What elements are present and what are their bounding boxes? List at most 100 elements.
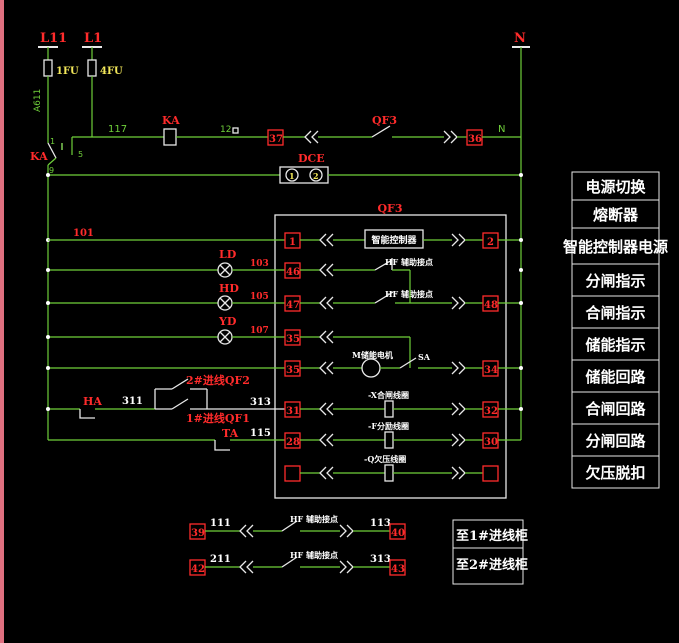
legend-row bbox=[571, 391, 660, 425]
dce-terminal-2 bbox=[309, 168, 323, 182]
open-coil-label: -F分励线圈 bbox=[368, 421, 409, 431]
dce-terminal-1 bbox=[285, 168, 299, 182]
button-ta-label: TA bbox=[222, 427, 239, 440]
terminal-47-label: 47 bbox=[286, 300, 300, 311]
plug-row1-left bbox=[319, 233, 334, 247]
wire-n-label: N bbox=[498, 124, 505, 135]
qf2-contact bbox=[171, 378, 189, 390]
wire-211-label: 211 bbox=[210, 554, 231, 565]
wire-103-label: 103 bbox=[250, 259, 269, 269]
legend-label: 合闸回路 bbox=[584, 400, 646, 418]
terminal-28-label: 28 bbox=[286, 437, 300, 448]
ka-pin5: 5 bbox=[78, 150, 83, 159]
wire-105-label: 105 bbox=[250, 292, 269, 302]
button-ha-label: HA bbox=[83, 395, 102, 408]
lamp-ld-label: LD bbox=[219, 248, 237, 261]
legend-label: 分闸指示 bbox=[585, 272, 645, 290]
plug-left-top bbox=[304, 130, 319, 144]
wire-115-label: 115 bbox=[250, 428, 271, 439]
button-ta bbox=[214, 440, 230, 451]
hf-aux2-label: HF 辅助接点 bbox=[385, 289, 433, 299]
plug-row2-left bbox=[319, 263, 334, 277]
smart-controller-label: 智能控制器 bbox=[371, 234, 417, 246]
plug-row5-right bbox=[451, 361, 466, 375]
wire-a611-label: A611 bbox=[33, 89, 43, 112]
lamp-yd-label: YD bbox=[218, 315, 237, 328]
label-l1: L1 bbox=[84, 31, 102, 46]
label-l11: L11 bbox=[40, 31, 67, 46]
terminal-32-label: 32 bbox=[484, 406, 498, 417]
legend-label: 分闸回路 bbox=[585, 432, 646, 450]
motor-symbol bbox=[361, 358, 381, 378]
button-ha bbox=[79, 409, 95, 419]
wire-107-label: 107 bbox=[250, 326, 269, 336]
dce-block bbox=[279, 166, 329, 184]
ka-coil-label: KA bbox=[162, 114, 180, 127]
legend-row bbox=[571, 295, 660, 329]
ka-pin1: 1 bbox=[50, 137, 55, 146]
legend-label: 欠压脱扣 bbox=[585, 464, 645, 482]
terminal-39-label: 39 bbox=[191, 528, 205, 539]
terminal-40-label: 40 bbox=[391, 528, 405, 539]
hf-contact-2 bbox=[374, 291, 394, 304]
fuse-4fu-label: 4FU bbox=[100, 66, 123, 77]
legend-label: 合闸指示 bbox=[584, 304, 645, 322]
terminal-43 bbox=[389, 559, 406, 576]
fuse-1fu bbox=[43, 59, 53, 77]
terminal-37-label: 37 bbox=[269, 134, 283, 145]
legend-row bbox=[571, 227, 660, 265]
lamp-hd-label: HD bbox=[219, 282, 239, 295]
hf-aux-label: HF 辅助接点 bbox=[385, 257, 433, 267]
legend-row bbox=[571, 327, 660, 361]
legend-row bbox=[571, 455, 660, 489]
wire-313b-label: 313 bbox=[370, 554, 391, 565]
hf-contact-bottom2 bbox=[281, 556, 298, 568]
terminal-uv-right bbox=[482, 465, 499, 482]
svg-text:2: 2 bbox=[313, 171, 319, 181]
hf-contact-1 bbox=[374, 259, 393, 271]
legend-table: 电源切换熔断器智能控制器电源分闸指示合闸指示储能指示储能回路合闸回路分闸回路欠压… bbox=[563, 171, 668, 489]
wire-117-label: 117 bbox=[108, 124, 127, 135]
plug-row5-left bbox=[319, 361, 334, 375]
plug-row6-left bbox=[319, 402, 334, 416]
uv-coil bbox=[384, 464, 394, 482]
terminal-30-label: 30 bbox=[484, 437, 498, 448]
wire-311-label: 311 bbox=[122, 396, 143, 407]
legend-label: 储能回路 bbox=[585, 368, 646, 386]
terminal-46-label: 46 bbox=[286, 267, 300, 278]
plug-row3-right bbox=[451, 296, 466, 310]
terminal-42-label: 42 bbox=[191, 564, 205, 575]
terminal-34-label: 34 bbox=[484, 365, 498, 376]
smart-controller-box bbox=[364, 229, 424, 249]
qf1-contact bbox=[171, 398, 189, 410]
plug-row1-right bbox=[451, 233, 466, 247]
to-cabinet-1: 至1#进线柜 bbox=[456, 528, 528, 544]
close-coil-label: -X合闸线圈 bbox=[368, 390, 409, 400]
plug-row8-left bbox=[319, 466, 334, 480]
terminal-43-label: 43 bbox=[391, 564, 405, 575]
legend-label: 电源切换 bbox=[585, 178, 646, 196]
wire-313-label: 313 bbox=[250, 397, 271, 408]
motor-label: M储能电机 bbox=[352, 350, 393, 360]
plug-right-top bbox=[443, 130, 458, 144]
qf3-box-title: QF3 bbox=[377, 202, 402, 215]
terminal-40 bbox=[389, 523, 406, 540]
ka-coil bbox=[163, 128, 177, 146]
wire-12-marker bbox=[232, 127, 239, 134]
legend-label: 熔断器 bbox=[593, 206, 639, 224]
plug-row3-left bbox=[319, 296, 334, 310]
terminal-35-upper-label: 35 bbox=[286, 334, 300, 345]
qf3-switch bbox=[371, 125, 391, 138]
wire-111-label: 111 bbox=[210, 518, 231, 529]
legend-row bbox=[571, 359, 660, 393]
label-n: N bbox=[514, 31, 526, 46]
terminal-31-label: 31 bbox=[286, 406, 300, 417]
fuse-4fu bbox=[87, 59, 97, 77]
ka-pin9: 9 bbox=[49, 166, 54, 175]
qf1-label: 1#进线QF1 bbox=[186, 411, 250, 425]
legend-row bbox=[571, 263, 660, 297]
close-coil bbox=[384, 400, 394, 418]
wire-113-label: 113 bbox=[370, 518, 391, 529]
fuse-1fu-label: 1FU bbox=[56, 66, 79, 77]
